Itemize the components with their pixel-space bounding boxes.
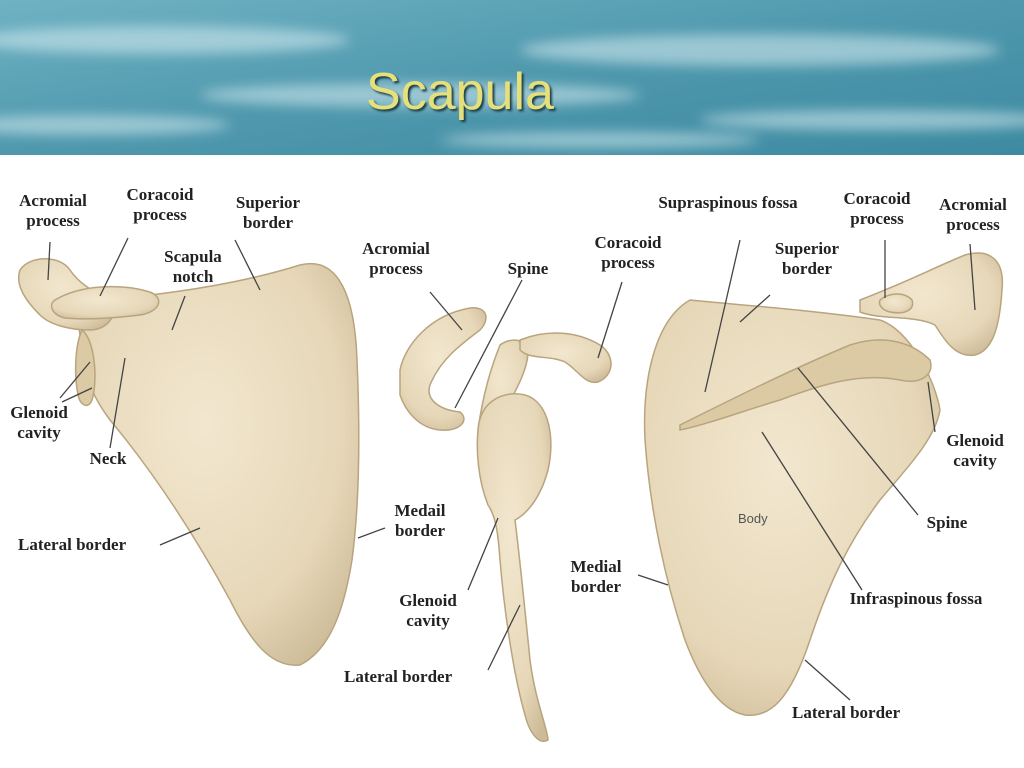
scapula-illustration: Acromial process Coracoid process Superi… [0, 155, 1024, 768]
scapula-drawing [18, 237, 1004, 742]
label-infraspinous-fossa: Infraspinous fossa [849, 589, 983, 608]
label-medail-border: Medail border [394, 501, 446, 540]
lateral-scapula-view [399, 307, 612, 742]
header-banner [0, 0, 1024, 155]
label-lateral-coracoid-process: Coracoid process [594, 233, 662, 272]
label-posterior-lateral-border: Lateral border [792, 703, 901, 722]
label-anterior-superior-border: Superior border [235, 193, 301, 232]
label-lateral-spine: Spine [507, 259, 549, 278]
label-anterior-coracoid-process: Coracoid process [126, 185, 194, 224]
label-posterior-glenoid-cavity: Glenoid cavity [946, 431, 1004, 470]
posterior-scapula-view [643, 252, 1004, 717]
label-scapula-notch: Scapula notch [164, 247, 222, 286]
label-anterior-glenoid-cavity: Glenoid cavity [10, 403, 68, 442]
label-posterior-superior-border: Superior border [774, 239, 840, 278]
label-posterior-coracoid-process: Coracoid process [843, 189, 911, 228]
label-lateral-acromial-process: Acromial process [362, 239, 430, 278]
label-posterior-spine: Spine [926, 513, 968, 532]
label-anterior-acromial-process: Acromial process [19, 191, 87, 230]
label-lateral-glenoid-cavity: Glenoid cavity [399, 591, 457, 630]
label-supraspinous-fossa: Supraspinous fossa [658, 193, 798, 212]
anterior-scapula-view [18, 258, 360, 666]
label-body: Body [738, 511, 768, 526]
slide-title: Scapula [366, 63, 554, 121]
label-lateral-lateral-border: Lateral border [344, 667, 453, 686]
sky-background [0, 0, 1024, 155]
label-anterior-lateral-border: Lateral border [18, 535, 127, 554]
label-neck: Neck [89, 449, 127, 468]
label-medial-border: Medial border [570, 557, 622, 596]
label-posterior-acromial-process: Acromial process [939, 195, 1007, 234]
leader-lines [47, 237, 976, 701]
